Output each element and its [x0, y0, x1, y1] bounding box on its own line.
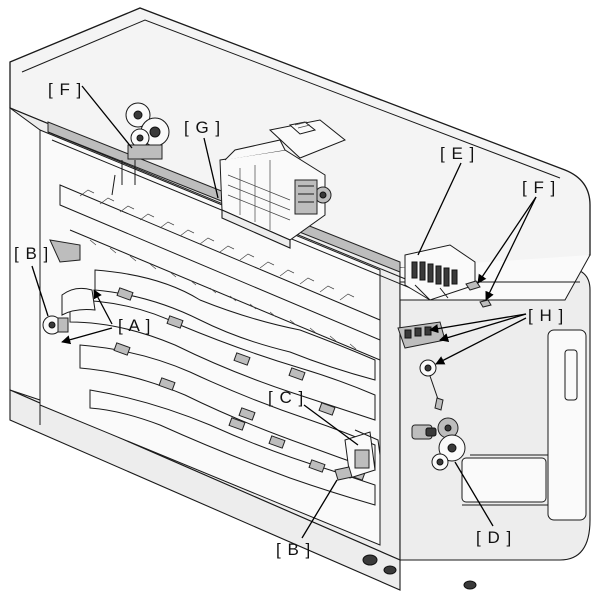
lever-assembly-c	[334, 429, 381, 481]
label-f-right: [ F ]	[522, 178, 556, 197]
label-g: [ G ]	[184, 118, 221, 137]
label-f-top: [ F ]	[48, 80, 82, 99]
label-d: [ D ]	[476, 528, 512, 547]
leader-lines	[31, 85, 537, 539]
sensor-unit-e	[404, 244, 476, 301]
carriage-unit	[219, 119, 346, 249]
label-b-bottom: [ B ]	[276, 540, 311, 559]
gear-assembly-top-left	[111, 102, 170, 196]
bearing-b-left	[42, 315, 69, 335]
label-b-left: [ B ]	[14, 244, 49, 263]
label-a: [ A ]	[118, 316, 151, 335]
label-h: [ H ]	[528, 306, 564, 325]
gear-assembly-d	[411, 417, 466, 471]
label-c: [ C ]	[268, 388, 304, 407]
callout-labels: [ F ] [ G ] [ E ] [ F ] [ B ] [ A ] [ H …	[14, 80, 564, 559]
small-parts-right	[465, 280, 492, 308]
label-e: [ E ]	[440, 144, 475, 163]
